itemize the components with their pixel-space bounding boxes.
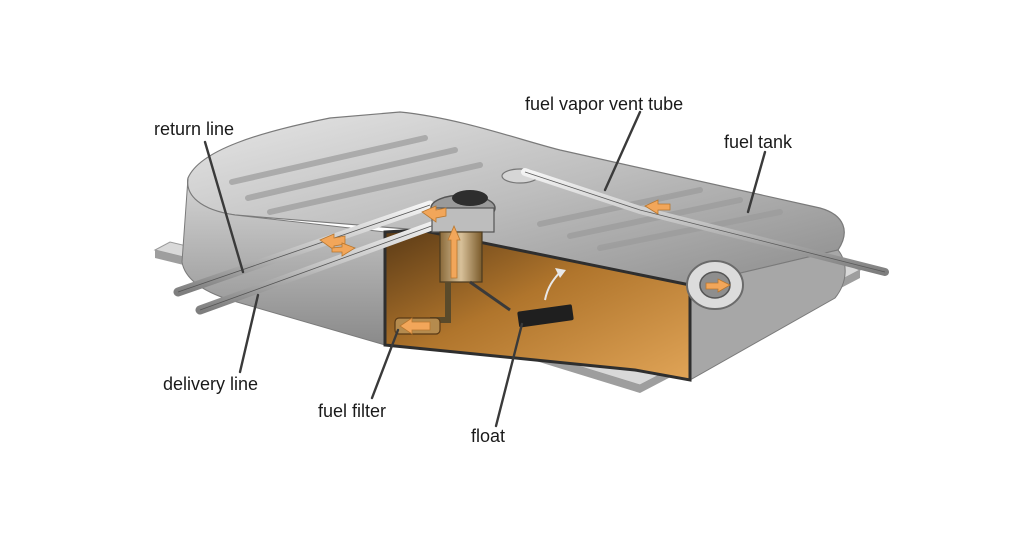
- label-fuel-vapor-vent-tube: fuel vapor vent tube: [525, 94, 684, 114]
- leader-float: [494, 322, 524, 428]
- label-fuel-filter: fuel filter: [318, 401, 387, 421]
- leader-return-line: [203, 140, 245, 274]
- label-delivery-line: delivery line: [163, 374, 259, 394]
- fuel-tank-body: [181, 111, 846, 382]
- leader-lines: [203, 110, 767, 428]
- float-element: [517, 268, 574, 328]
- leader-delivery-line: [238, 293, 260, 374]
- label-fuel-tank: fuel tank: [724, 132, 793, 152]
- label-return-line: return line: [154, 119, 235, 139]
- leader-fuel-filter: [370, 328, 400, 400]
- label-float: float: [471, 426, 506, 446]
- tank-ribs: [229, 135, 783, 251]
- leader-vapor-vent-tube: [603, 110, 642, 192]
- fuel-lines: [173, 200, 453, 315]
- flow-arrows: [319, 199, 731, 335]
- leader-fuel-tank: [746, 150, 767, 214]
